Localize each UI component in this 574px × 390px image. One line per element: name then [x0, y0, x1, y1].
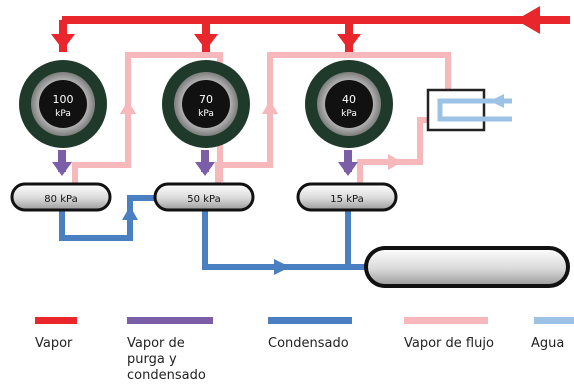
- flash-arrows: [120, 100, 402, 170]
- purge-line-2: [201, 150, 209, 172]
- steam-arrow-2: [194, 34, 218, 50]
- flash-arrow-up-1: [120, 100, 136, 114]
- legend-label-vapor: Vapor: [35, 336, 73, 351]
- legend-swatch-vapor: [35, 317, 77, 324]
- flash-tank-label: 50 kPa: [187, 194, 220, 205]
- vessel-pressure: 40: [342, 93, 356, 106]
- purge-arrow-1: [52, 162, 72, 176]
- exchanger-box: [426, 88, 486, 132]
- flash-arrow-up-2: [262, 100, 278, 114]
- condensate-line-2: [202, 210, 370, 270]
- flash-tank-3: 15 kPa: [296, 182, 398, 212]
- water-arrow-icon: [490, 94, 504, 108]
- legend-swatch-flash: [404, 317, 488, 324]
- legend-label-water: Agua: [531, 336, 565, 351]
- condensate-receiver-tank: [364, 246, 570, 288]
- vessel-unit: kPa: [198, 109, 214, 119]
- condensate-arrow-up: [122, 206, 138, 220]
- condensate-arrow-right: [274, 259, 290, 275]
- purge-line-3: [344, 150, 352, 172]
- condensate-lines: [59, 195, 370, 270]
- steam-header: [62, 16, 570, 24]
- legend-swatches: [35, 317, 574, 324]
- steam-inlet-arrow-icon: [516, 6, 540, 34]
- flash-tank-label: 80 kPa: [44, 194, 77, 205]
- legend-swatch-condensate: [268, 317, 352, 324]
- legend-label-purge: Vapor de purga y condensado: [127, 336, 206, 383]
- legend-swatch-purge: [127, 317, 213, 324]
- exchanger-coil: [437, 98, 500, 122]
- flash-tank-label: 15 kPa: [330, 194, 363, 205]
- heat-exchanger: [426, 88, 512, 132]
- flash-line-2: [215, 52, 350, 184]
- vessel-unit: kPa: [55, 109, 71, 119]
- flash-tank-2: 50 kPa: [153, 182, 255, 212]
- legend-label-flash: Vapor de flujo: [404, 336, 494, 351]
- flash-arrow-right: [388, 154, 402, 170]
- vessel-3: 40 kPa: [305, 60, 393, 148]
- purge-line-1: [58, 150, 66, 172]
- steam-lines: [51, 6, 570, 52]
- condensate-arrows: [122, 206, 290, 275]
- vessel-pressure: 100: [53, 93, 74, 106]
- vessel-unit: kPa: [341, 109, 357, 119]
- condensate-line-1: [59, 195, 160, 241]
- flash-line-4: [350, 52, 451, 95]
- steam-arrow-3: [337, 34, 361, 50]
- vessel-pressure: 70: [199, 93, 213, 106]
- purge-arrow-3: [338, 162, 358, 176]
- vessel-2: 70 kPa: [162, 60, 250, 148]
- steam-arrow-1: [51, 34, 75, 50]
- vessel-1: 100 kPa: [19, 60, 107, 148]
- purge-lines: [52, 150, 358, 176]
- legend-swatch-water: [534, 317, 574, 324]
- flash-tank-1: 80 kPa: [10, 182, 112, 212]
- purge-arrow-2: [195, 162, 215, 176]
- legend-label-condensate: Condensado: [268, 336, 349, 351]
- flash-line-3: [357, 117, 430, 184]
